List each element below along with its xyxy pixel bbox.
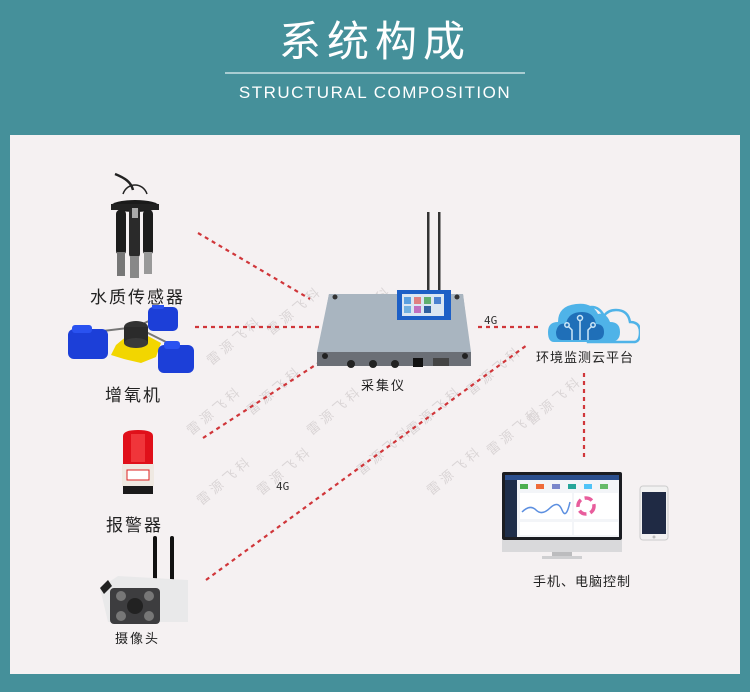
computer-phone-icon <box>502 472 669 559</box>
link-camera-cloud <box>205 344 528 581</box>
camera-label: 摄像头 <box>115 632 161 647</box>
camera-icon <box>100 536 188 624</box>
aerator-label: 增氧机 <box>105 386 162 406</box>
cloud-platform-icon <box>548 303 640 344</box>
terminals-label: 手机、电脑控制 <box>533 575 632 590</box>
cloud-label: 环境监测云平台 <box>536 351 635 366</box>
alarm-light-icon <box>122 430 154 494</box>
alarm-label: 报警器 <box>106 516 163 536</box>
water-sensor-label: 水质传感器 <box>90 288 185 308</box>
data-collector-icon <box>317 212 471 368</box>
camera-cloud-link-label: 4G <box>276 480 290 493</box>
water-quality-sensor-icon <box>111 172 159 278</box>
collector-cloud-link-label: 4G <box>484 314 498 327</box>
page-subtitle: STRUCTURAL COMPOSITION <box>238 83 512 102</box>
link-alarm-collector <box>202 361 321 439</box>
page-title: 系统构成 <box>278 17 471 66</box>
collector-label: 采集仪 <box>361 379 407 394</box>
aerator-icon <box>68 305 194 373</box>
link-sensor-collector <box>197 232 311 300</box>
title-divider <box>225 72 525 74</box>
